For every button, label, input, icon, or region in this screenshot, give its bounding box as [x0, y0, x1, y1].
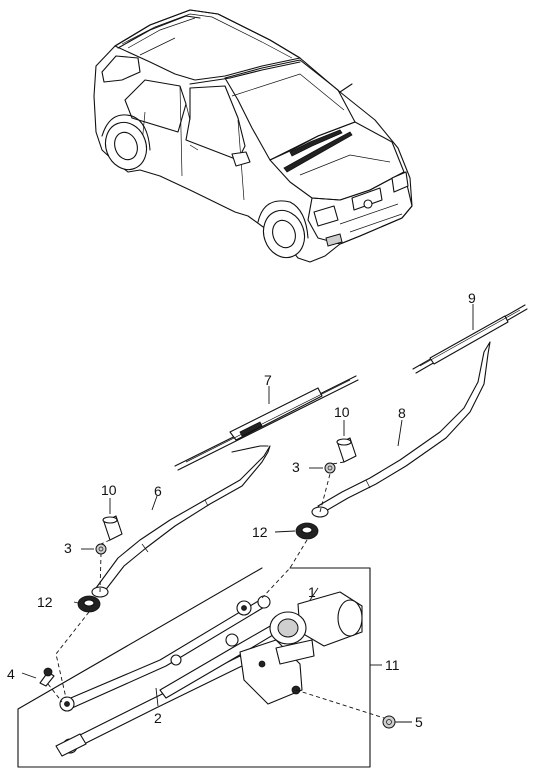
callout-6: 6 — [154, 483, 162, 499]
callout-1: 1 — [308, 584, 316, 600]
callout-10-left: 10 — [101, 482, 117, 498]
nut-right — [324, 462, 336, 474]
nut-left — [95, 543, 107, 555]
callout-5: 5 — [415, 714, 423, 730]
wiper-blade-left — [174, 375, 359, 471]
bolt — [39, 667, 55, 687]
wiper-blade-right — [412, 304, 528, 374]
wiper-arm-right — [311, 341, 491, 518]
callout-3-right: 3 — [292, 459, 300, 475]
callout-7: 7 — [264, 372, 272, 388]
callout-11: 11 — [385, 657, 400, 673]
wiper-motor — [239, 591, 363, 705]
vehicle-illustration — [93, 9, 413, 263]
linkage-assembly-outline — [17, 567, 371, 768]
callout-10-right: 10 — [334, 404, 350, 420]
flange-nut — [382, 715, 396, 729]
box-diagonal-edge — [17, 567, 263, 710]
callout-8: 8 — [398, 405, 406, 421]
callout-12-right: 12 — [252, 524, 268, 540]
callout-3-left: 3 — [64, 540, 72, 556]
callout-12-left: 12 — [37, 594, 53, 610]
callout-2: 2 — [154, 710, 162, 726]
callout-4: 4 — [7, 666, 15, 682]
wiper-linkage — [55, 595, 279, 757]
callout-9: 9 — [468, 290, 476, 306]
